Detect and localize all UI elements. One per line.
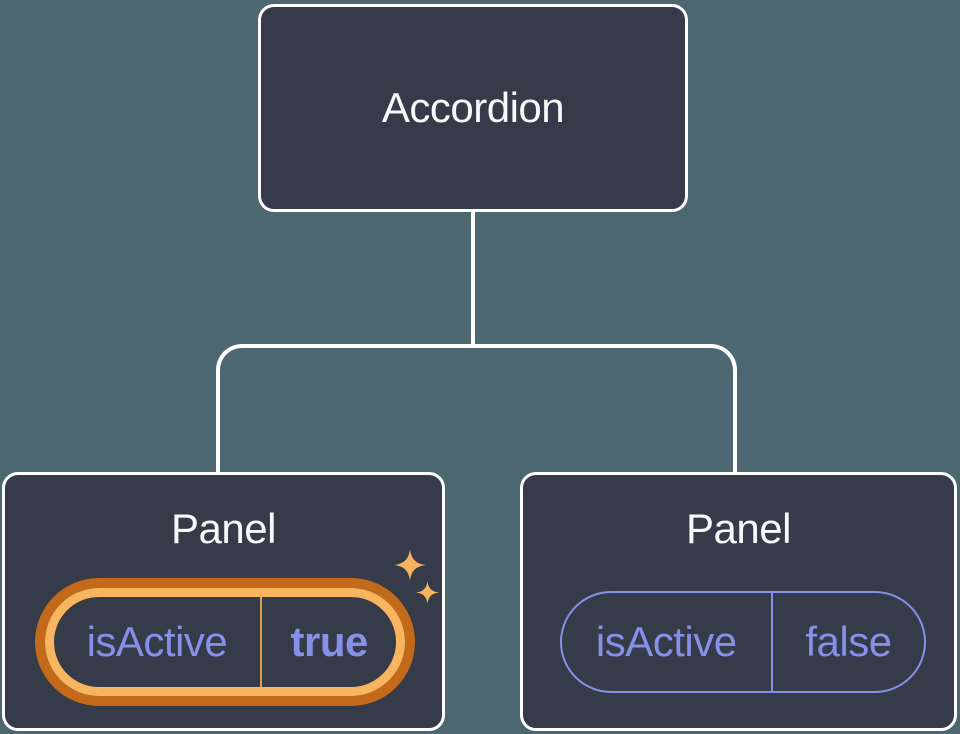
sparkle-icon-large <box>394 549 426 581</box>
pill-divider <box>770 593 773 691</box>
sparkle-icon-small <box>416 581 439 604</box>
panel-node-active: Panel isActive true <box>2 472 445 731</box>
prop-name-label: isActive <box>86 618 228 665</box>
prop-pill-inactive: isActive false <box>560 591 926 693</box>
accordion-label: Accordion <box>381 84 565 131</box>
prop-value-label: false <box>805 618 892 665</box>
panel-node-inactive: Panel isActive false <box>520 472 957 731</box>
accordion-node: Accordion <box>258 4 688 212</box>
prop-name-label: isActive <box>595 618 737 665</box>
connector-stub-line <box>471 210 475 346</box>
panel-title: Panel <box>686 505 791 552</box>
prop-pill-active: isActive true <box>45 588 405 696</box>
pill-divider <box>259 597 263 687</box>
connector-bracket-line <box>216 344 737 472</box>
panel-title: Panel <box>171 505 276 552</box>
prop-value-label: true <box>290 618 369 665</box>
